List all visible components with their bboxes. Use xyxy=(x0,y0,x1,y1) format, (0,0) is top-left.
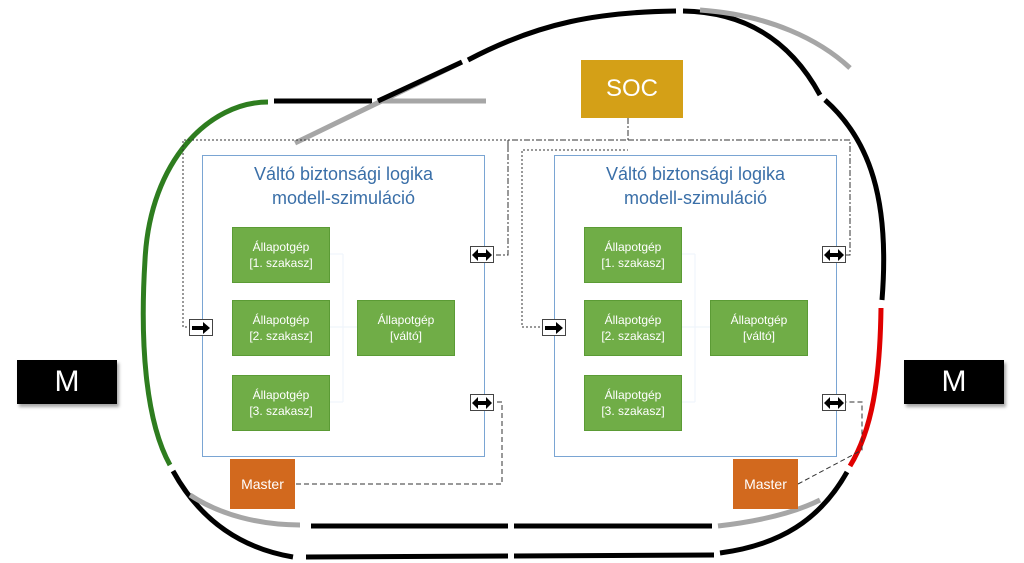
port-right-top xyxy=(822,246,846,263)
motor-left: M xyxy=(17,360,117,404)
state-machine-right-switch: Állapotgép [váltó] xyxy=(710,300,808,356)
state-machine-right-1: Állapotgép [1. szakasz] xyxy=(584,227,682,283)
double-arrow-icon xyxy=(824,396,844,409)
track-segment-top-diagonal xyxy=(376,59,464,104)
connector-soc-right xyxy=(628,139,851,256)
arrow-right-icon xyxy=(545,321,563,334)
track-segment-bottom-left xyxy=(170,469,294,560)
state-label: Állapotgép xyxy=(604,240,662,254)
state-sublabel: [1. szakasz] xyxy=(249,256,313,270)
state-sublabel: [3. szakasz] xyxy=(601,404,665,418)
state-machine-left-switch: Állapotgép [váltó] xyxy=(357,300,455,356)
master-left-label: Master xyxy=(241,476,284,492)
port-right-bottom xyxy=(822,394,846,411)
signal-connectors xyxy=(182,118,863,485)
track-siding-bottom-left xyxy=(188,492,301,528)
soc-label: SOC xyxy=(605,75,658,102)
state-sublabel: [1. szakasz] xyxy=(601,256,665,270)
module-right-title-line2: modell-szimuláció xyxy=(623,188,768,208)
state-label: Állapotgép xyxy=(604,388,662,402)
module-left-title: Váltó biztonsági logika modell-szimuláci… xyxy=(203,162,484,210)
track-siding-bottom-right xyxy=(717,497,822,529)
state-machine-right-2: Állapotgép [2. szakasz] xyxy=(584,300,682,356)
state-sublabel: [2. szakasz] xyxy=(601,329,665,343)
connector-soc-left xyxy=(496,118,629,256)
state-machine-left-1: Állapotgép [1. szakasz] xyxy=(232,227,330,283)
module-left-title-line1: Váltó biztonsági logika xyxy=(253,164,434,184)
track-segment-bottom-4 xyxy=(513,552,715,559)
port-left-top xyxy=(470,246,494,263)
track-segment-right xyxy=(823,98,887,301)
soc-box: SOC xyxy=(581,60,683,118)
track-segment-top-arc xyxy=(466,8,677,63)
state-label: Állapotgép xyxy=(377,313,435,327)
track-segment-red xyxy=(847,307,884,468)
state-label: Állapotgép xyxy=(252,240,310,254)
state-sublabel: [váltó] xyxy=(742,329,775,343)
track-segment-top-right xyxy=(682,8,823,97)
port-right-in xyxy=(542,319,566,336)
connector-master-right xyxy=(797,401,863,485)
track-siding-top-right xyxy=(699,7,852,70)
track-segment-bottom-right xyxy=(719,470,850,556)
port-left-bottom xyxy=(470,394,494,411)
state-sublabel: [2. szakasz] xyxy=(249,329,313,343)
state-label: Állapotgép xyxy=(730,313,788,327)
module-right-title-line1: Váltó biztonsági logika xyxy=(605,164,786,184)
motor-right: M xyxy=(904,360,1004,404)
module-right-title: Váltó biztonsági logika modell-szimuláci… xyxy=(555,162,836,210)
track-segment-bottom-3 xyxy=(305,553,509,560)
arrow-right-icon xyxy=(192,321,210,334)
state-label: Állapotgép xyxy=(252,313,310,327)
state-label: Állapotgép xyxy=(252,388,310,402)
master-left: Master xyxy=(230,459,295,509)
state-sublabel: [váltó] xyxy=(389,329,422,343)
motor-left-label: M xyxy=(54,365,80,398)
master-right-label: Master xyxy=(744,476,787,492)
double-arrow-icon xyxy=(472,396,492,409)
port-left-in xyxy=(189,319,213,336)
motor-right-label: M xyxy=(941,365,967,398)
connector-master-left xyxy=(296,401,503,485)
state-sublabel: [3. szakasz] xyxy=(249,404,313,418)
connector-right-in xyxy=(521,149,628,328)
state-machine-right-3: Állapotgép [3. szakasz] xyxy=(584,375,682,431)
track-segment-green xyxy=(140,99,269,467)
state-label: Állapotgép xyxy=(604,313,662,327)
state-machine-left-2: Állapotgép [2. szakasz] xyxy=(232,300,330,356)
module-left-title-line2: modell-szimuláció xyxy=(271,188,416,208)
double-arrow-icon xyxy=(472,248,492,261)
master-right: Master xyxy=(733,459,798,509)
state-machine-left-3: Állapotgép [3. szakasz] xyxy=(232,375,330,431)
double-arrow-icon xyxy=(824,248,844,261)
